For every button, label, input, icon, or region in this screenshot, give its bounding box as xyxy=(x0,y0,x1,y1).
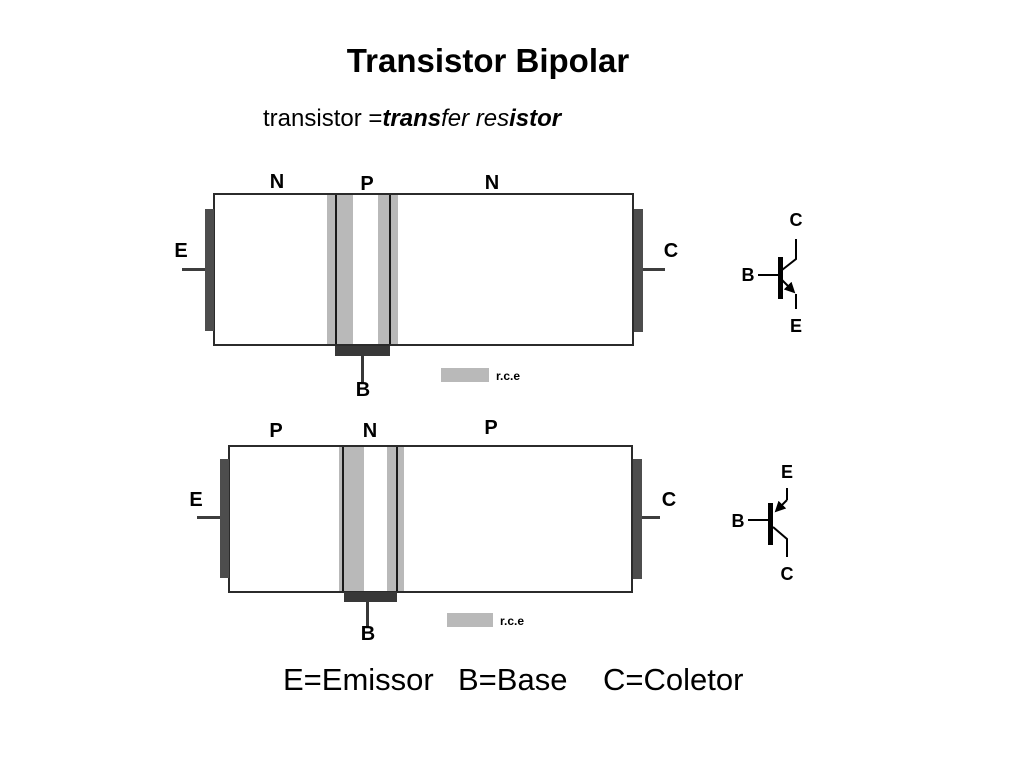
pnp-collector-lead xyxy=(642,516,660,519)
npn-depletion-stripe-left xyxy=(327,195,353,344)
npn-depletion-stripe-right xyxy=(378,195,398,344)
npn-symbol-collector-line xyxy=(781,239,797,271)
npn-region-label-p: P xyxy=(360,173,374,195)
pnp-junction-line-left xyxy=(342,447,344,591)
page-title: Transistor Bipolar xyxy=(346,42,630,79)
npn-symbol: C B E xyxy=(742,210,803,336)
npn-collector-lead xyxy=(643,268,665,271)
npn-base-lead xyxy=(361,356,364,382)
pnp-base-label: B xyxy=(360,623,376,645)
pnp-collector-label: C xyxy=(661,489,677,511)
subtitle-normal: transistor = xyxy=(263,105,383,132)
npn-body-rect xyxy=(213,193,634,346)
pnp-emitter-electrode xyxy=(220,459,229,578)
footer-emissor: E=Emissor xyxy=(283,662,434,697)
pnp-body-rect xyxy=(228,445,633,593)
pnp-legend-label: r.c.e xyxy=(500,614,525,628)
npn-legend-swatch xyxy=(441,368,489,382)
pnp-region-label-p-left: P xyxy=(269,420,283,442)
pnp-symbol-base-label: B xyxy=(732,511,745,531)
pnp-symbol: E B C xyxy=(732,462,794,584)
npn-emitter-electrode xyxy=(205,209,214,331)
pnp-collector-electrode xyxy=(633,459,642,579)
pnp-junction-line-right xyxy=(396,447,398,591)
npn-symbol-base-bar xyxy=(778,257,783,299)
npn-symbol-base-label: B xyxy=(742,265,755,285)
pnp-region-label-n: N xyxy=(362,420,378,442)
npn-junction-line-right xyxy=(389,195,391,344)
npn-base-contact xyxy=(335,346,390,356)
subtitle: transistor =transfer resistor xyxy=(263,107,561,131)
pnp-emitter-lead xyxy=(197,516,220,519)
npn-base-label: B xyxy=(355,379,371,401)
pnp-symbol-collector-label: C xyxy=(781,564,794,584)
npn-region-label-n-left: N xyxy=(269,171,285,193)
pnp-legend-swatch xyxy=(447,613,493,627)
pnp-emitter-label: E xyxy=(189,489,203,511)
npn-symbol-emitter-arrow xyxy=(781,279,796,294)
pnp-symbol-base-bar xyxy=(768,503,773,545)
npn-symbol-collector-label: C xyxy=(790,210,803,230)
pnp-symbol-emitter-label: E xyxy=(781,462,793,482)
subtitle-bold-istor: istor xyxy=(509,105,562,132)
npn-symbol-emitter-label: E xyxy=(790,316,802,336)
footer-base: B=Base xyxy=(458,662,568,697)
npn-collector-label: C xyxy=(663,240,679,262)
npn-emitter-label: E xyxy=(174,240,188,262)
subtitle-bold-trans: trans xyxy=(382,105,442,132)
npn-region-label-n-right: N xyxy=(484,172,500,194)
footer-coletor: C=Coletor xyxy=(603,662,744,697)
npn-legend-label: r.c.e xyxy=(496,369,521,383)
npn-collector-electrode xyxy=(634,209,643,332)
npn-emitter-lead xyxy=(182,268,205,271)
pnp-depletion-stripe-right xyxy=(387,447,404,591)
pnp-region-label-p-right: P xyxy=(484,417,498,439)
npn-junction-line-left xyxy=(335,195,337,344)
pnp-symbol-collector-line xyxy=(772,526,788,557)
subtitle-italic-fer-res: fer res xyxy=(441,105,510,132)
pnp-base-contact xyxy=(344,592,397,602)
pnp-base-lead xyxy=(366,602,369,628)
pnp-symbol-emitter-arrow xyxy=(774,499,788,513)
